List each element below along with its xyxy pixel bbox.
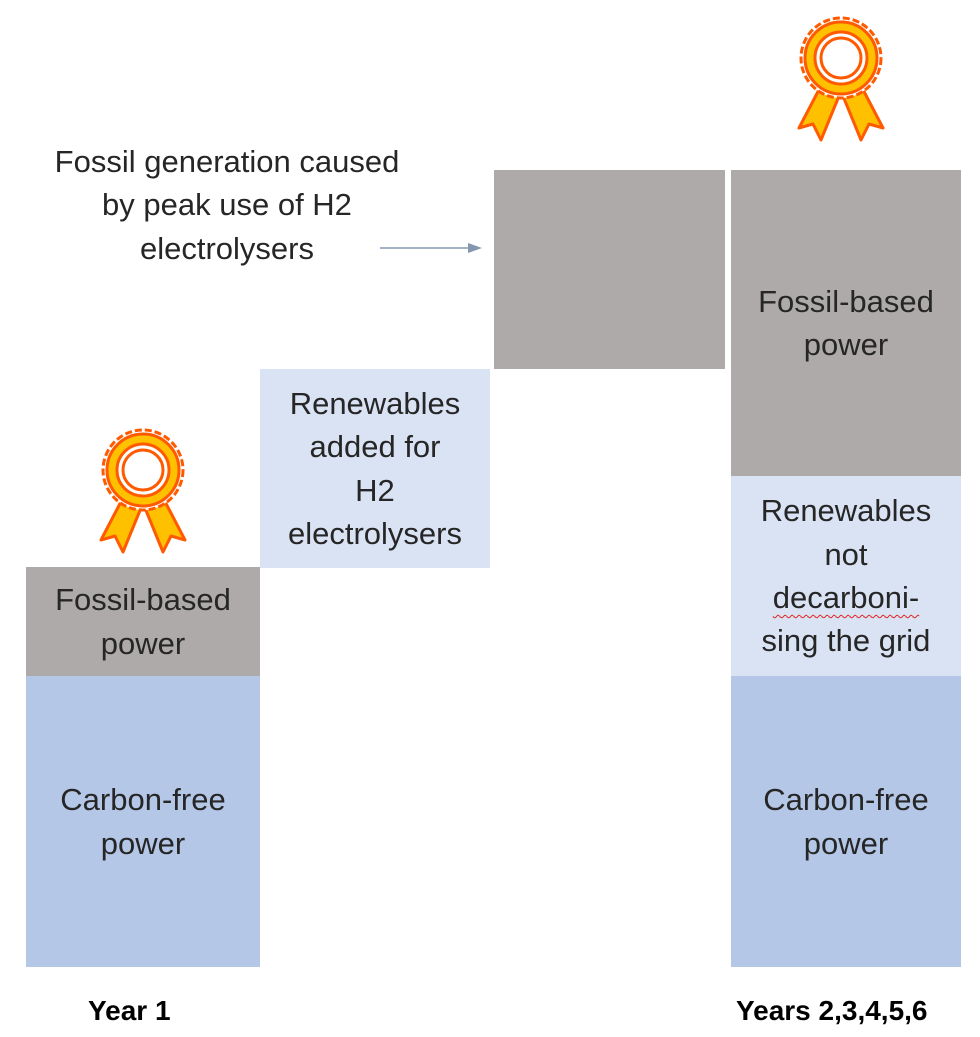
award-ribbon-icon <box>797 16 885 142</box>
renewables-line-2: not <box>824 536 868 572</box>
years-later-fossil-block: Fossil-based power <box>731 170 961 476</box>
year1-fossil-block: Fossil-based power <box>26 567 260 676</box>
years-later-label: Years 2,3,4,5,6 <box>736 995 928 1026</box>
year1-carbon-free-block: Carbon-free power <box>26 676 260 967</box>
renewables-line-1: Renewables <box>760 493 932 529</box>
fossil-generation-annotation: Fossil generation caused by peak use of … <box>54 144 400 266</box>
years-later-carbon-free-block: Carbon-free power <box>731 676 961 967</box>
renewables-line-4: sing the grid <box>761 623 931 659</box>
years-later-renewables-block: Renewables not decarboni- sing the grid <box>731 476 961 676</box>
award-ribbon-icon <box>99 428 187 554</box>
fossil-peak-block <box>494 170 725 369</box>
renewables-added-block: Renewables added for H2 electrolysers <box>260 369 490 568</box>
year1-label: Year 1 <box>88 995 171 1026</box>
renewables-line-3: decarboni- <box>772 580 920 615</box>
